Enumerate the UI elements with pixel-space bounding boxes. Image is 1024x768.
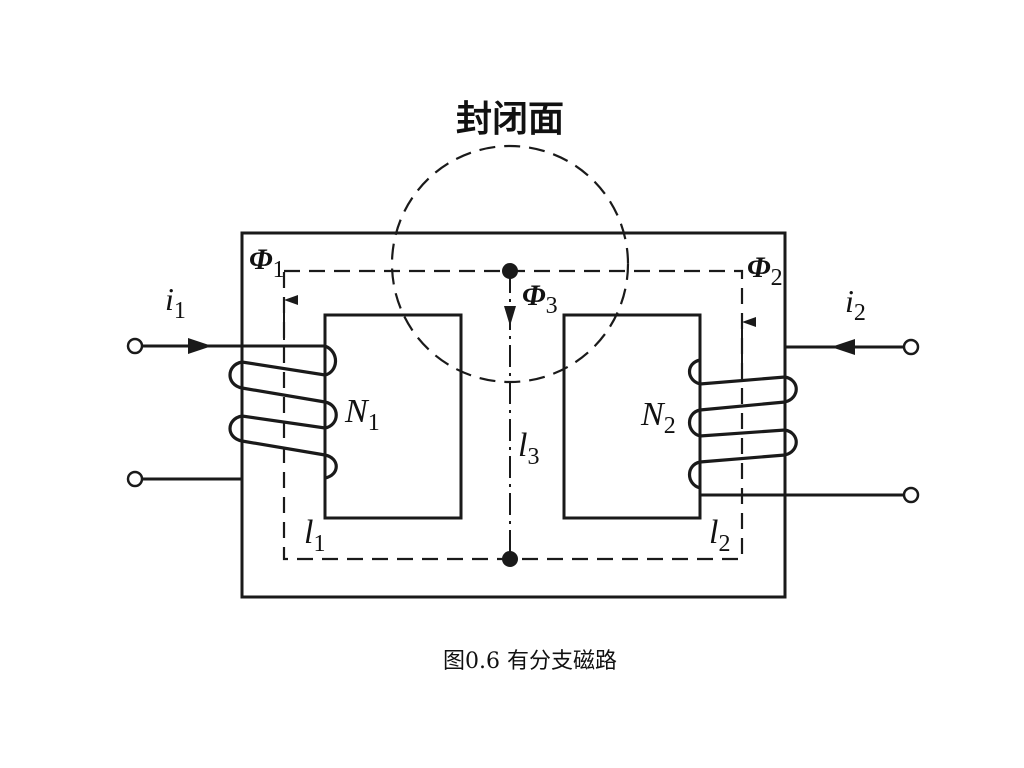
- label-phi1: Φ1: [249, 243, 285, 283]
- core-right-window: [562, 313, 702, 520]
- closed-surface-label: 封闭面: [456, 98, 564, 140]
- label-phi3: Φ3: [522, 279, 558, 319]
- junction-node-bottom: [502, 551, 518, 567]
- label-l2: l2: [709, 514, 730, 557]
- figure-caption: 图0.6 有分支磁路: [443, 649, 617, 674]
- closed-surface-circle: [390, 144, 630, 384]
- phi3-arrow: [504, 306, 516, 326]
- i2-arrow: [831, 339, 855, 355]
- label-n2: N2: [640, 396, 676, 439]
- label-i1: i1: [165, 281, 186, 324]
- left-terminal-top[interactable]: [126, 337, 144, 355]
- right-terminal-bottom[interactable]: [902, 486, 920, 504]
- left-coil-n1: [228, 344, 338, 480]
- label-n1: N1: [344, 393, 380, 436]
- label-i2: i2: [845, 283, 866, 326]
- i1-arrow: [188, 338, 212, 354]
- label-l1: l1: [304, 514, 325, 557]
- right-terminal-top[interactable]: [902, 338, 920, 356]
- left-terminal-bottom[interactable]: [126, 470, 144, 488]
- junction-node-top: [502, 263, 518, 279]
- label-l3: l3: [518, 427, 539, 470]
- label-phi2: Φ2: [747, 251, 783, 291]
- core-left-window: [323, 313, 463, 520]
- right-coil-n2: [687, 358, 798, 490]
